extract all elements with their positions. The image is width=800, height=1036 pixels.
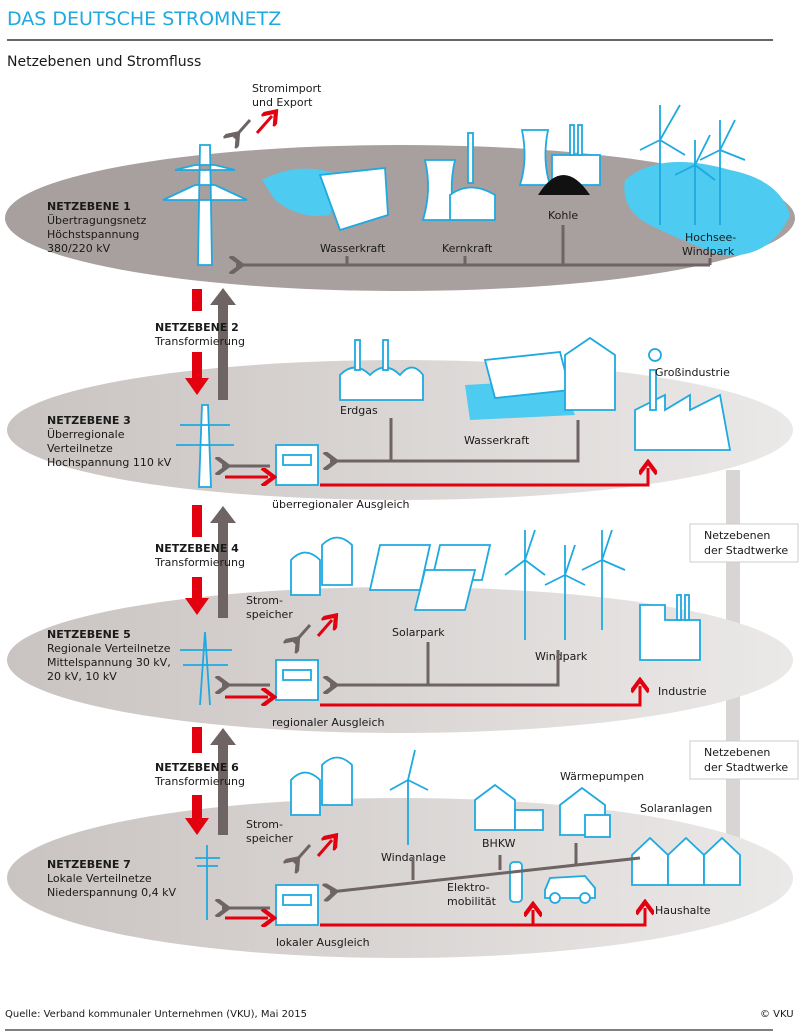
svg-text:Regionale Verteilnetze: Regionale Verteilnetze xyxy=(47,642,171,655)
solarpark-label: Solarpark xyxy=(392,626,445,639)
ueberregionaler-ausgleich-label: überregionaler Ausgleich xyxy=(272,498,410,511)
heavy-industry-icon xyxy=(634,348,732,451)
svg-text:20 kV, 10 kV: 20 kV, 10 kV xyxy=(47,670,117,683)
elektromobilitaet-label: Elektro- xyxy=(447,881,490,894)
svg-text:NETZEBENE 7: NETZEBENE 7 xyxy=(47,858,131,871)
transmission-pylon-icon xyxy=(162,144,248,266)
households-icon xyxy=(631,836,741,886)
level-5-plane xyxy=(7,587,793,733)
svg-text:NETZEBENE 3: NETZEBENE 3 xyxy=(47,414,131,427)
gas-plant-icon xyxy=(339,339,424,401)
level-7-plane xyxy=(7,798,793,958)
svg-text:380/220 kV: 380/220 kV xyxy=(47,242,111,255)
hydro-dam-icon xyxy=(465,336,616,420)
hv-pylon-icon xyxy=(176,404,234,488)
erdgas-label: Erdgas xyxy=(340,404,378,417)
svg-text:Verteilnetze: Verteilnetze xyxy=(47,442,113,455)
svg-text:Übertragungsnetz: Übertragungsnetz xyxy=(47,214,147,227)
svg-text:Überregionale: Überregionale xyxy=(47,428,125,441)
stromspeicher-label-7b: speicher xyxy=(246,832,293,845)
substation-icon-3 xyxy=(275,444,319,486)
export-arrow-icon xyxy=(255,116,272,134)
storage-icon-7 xyxy=(290,756,353,816)
nuclear-plant-icon xyxy=(421,132,496,221)
hochsee-windpark-label-2: Windpark xyxy=(682,245,735,258)
level-5-label: NETZEBENE 5 Regionale Verteilnetze Mitte… xyxy=(47,628,171,683)
windpark-label: Windpark xyxy=(535,650,588,663)
svg-text:Höchstspannung: Höchstspannung xyxy=(47,228,139,241)
svg-text:Netzebenen: Netzebenen xyxy=(704,529,770,542)
svg-text:Mittelspannung 30 kV,: Mittelspannung 30 kV, xyxy=(47,656,171,669)
storage-icon-5 xyxy=(290,536,353,596)
stadtwerke-label-2: Netzebenen der Stadtwerke xyxy=(689,740,799,780)
substation-icon-5 xyxy=(275,659,319,701)
industry-icon xyxy=(639,594,701,661)
wasserkraft-label-1: Wasserkraft xyxy=(320,242,386,255)
level-3-label: NETZEBENE 3 Überregionale Verteilnetze H… xyxy=(47,414,172,469)
stromspeicher-label-5b: speicher xyxy=(246,608,293,621)
kohle-label: Kohle xyxy=(548,209,578,222)
import-export-label: Stromimport xyxy=(252,82,322,95)
source-note: Quelle: Verband kommunaler Unternehmen (… xyxy=(5,1009,307,1020)
lokaler-ausgleich-label: lokaler Ausgleich xyxy=(276,936,370,949)
svg-text:Hochspannung 110 kV: Hochspannung 110 kV xyxy=(47,456,172,469)
svg-text:Transformierung: Transformierung xyxy=(154,775,245,788)
svg-text:NETZEBENE 5: NETZEBENE 5 xyxy=(47,628,131,641)
level-1-label: NETZEBENE 1 Übertragungsnetz Höchstspann… xyxy=(47,200,147,255)
svg-text:NETZEBENE 2: NETZEBENE 2 xyxy=(155,321,239,334)
level-7-label: NETZEBENE 7 Lokale Verteilnetze Niedersp… xyxy=(47,858,177,899)
grossindustrie-label: Großindustrie xyxy=(655,366,730,379)
svg-text:Netzebenen: Netzebenen xyxy=(704,746,770,759)
transform-arrows-4 xyxy=(185,505,236,618)
subtitle: Netzebenen und Stromfluss xyxy=(7,54,201,70)
svg-text:Lokale Verteilnetze: Lokale Verteilnetze xyxy=(47,872,152,885)
heatpump-house-icon xyxy=(559,786,611,838)
level-2-label: NETZEBENE 2 Transformierung xyxy=(154,321,245,348)
page-title: DAS DEUTSCHE STROMNETZ xyxy=(7,8,281,30)
stromspeicher-label-5: Strom- xyxy=(246,594,283,607)
svg-text:NETZEBENE 4: NETZEBENE 4 xyxy=(155,542,239,555)
solarpark-icon xyxy=(368,544,492,611)
lv-pole-icon xyxy=(195,845,220,920)
solaranlagen-label: Solaranlagen xyxy=(640,802,712,815)
level-6-label: NETZEBENE 6 Transformierung xyxy=(154,761,245,788)
regionaler-ausgleich-label: regionaler Ausgleich xyxy=(272,716,385,729)
stromspeicher-label-7: Strom- xyxy=(246,818,283,831)
svg-text:Transformierung: Transformierung xyxy=(154,556,245,569)
transform-arrows-6 xyxy=(185,727,236,835)
chp-house-icon xyxy=(474,783,544,831)
hydro-plant-icon xyxy=(262,167,389,232)
svg-text:NETZEBENE 6: NETZEBENE 6 xyxy=(155,761,239,774)
import-arrow-icon xyxy=(234,119,252,138)
elektromobilitaet-label-2: mobilität xyxy=(447,895,497,908)
substation-icon-7 xyxy=(275,884,319,926)
mv-pylon-icon xyxy=(180,631,232,706)
svg-text:der Stadtwerke: der Stadtwerke xyxy=(704,761,788,774)
stadtwerke-label-1: Netzebenen der Stadtwerke xyxy=(689,523,799,563)
kernkraft-label: Kernkraft xyxy=(442,242,493,255)
industrie-label: Industrie xyxy=(658,685,707,698)
wind-turbine-icon xyxy=(389,749,429,845)
level-4-label: NETZEBENE 4 Transformierung xyxy=(154,542,245,569)
offshore-windpark-icon xyxy=(624,104,790,256)
waermepumpen-label: Wärmepumpen xyxy=(560,770,644,783)
bhkw-label: BHKW xyxy=(482,837,516,850)
svg-text:Transformierung: Transformierung xyxy=(154,335,245,348)
coal-plant-icon xyxy=(518,124,601,195)
import-export-label-2: und Export xyxy=(252,96,313,109)
hochsee-windpark-label: Hochsee- xyxy=(685,231,736,244)
haushalte-label: Haushalte xyxy=(655,904,711,917)
copyright: © VKU xyxy=(760,1009,794,1020)
transform-arrows-2 xyxy=(185,288,236,400)
windpark-icon xyxy=(504,529,626,640)
svg-text:NETZEBENE 1: NETZEBENE 1 xyxy=(47,200,131,213)
svg-text:der Stadtwerke: der Stadtwerke xyxy=(704,544,788,557)
svg-text:Niederspannung 0,4 kV: Niederspannung 0,4 kV xyxy=(47,886,177,899)
wasserkraft-label-3: Wasserkraft xyxy=(464,434,530,447)
